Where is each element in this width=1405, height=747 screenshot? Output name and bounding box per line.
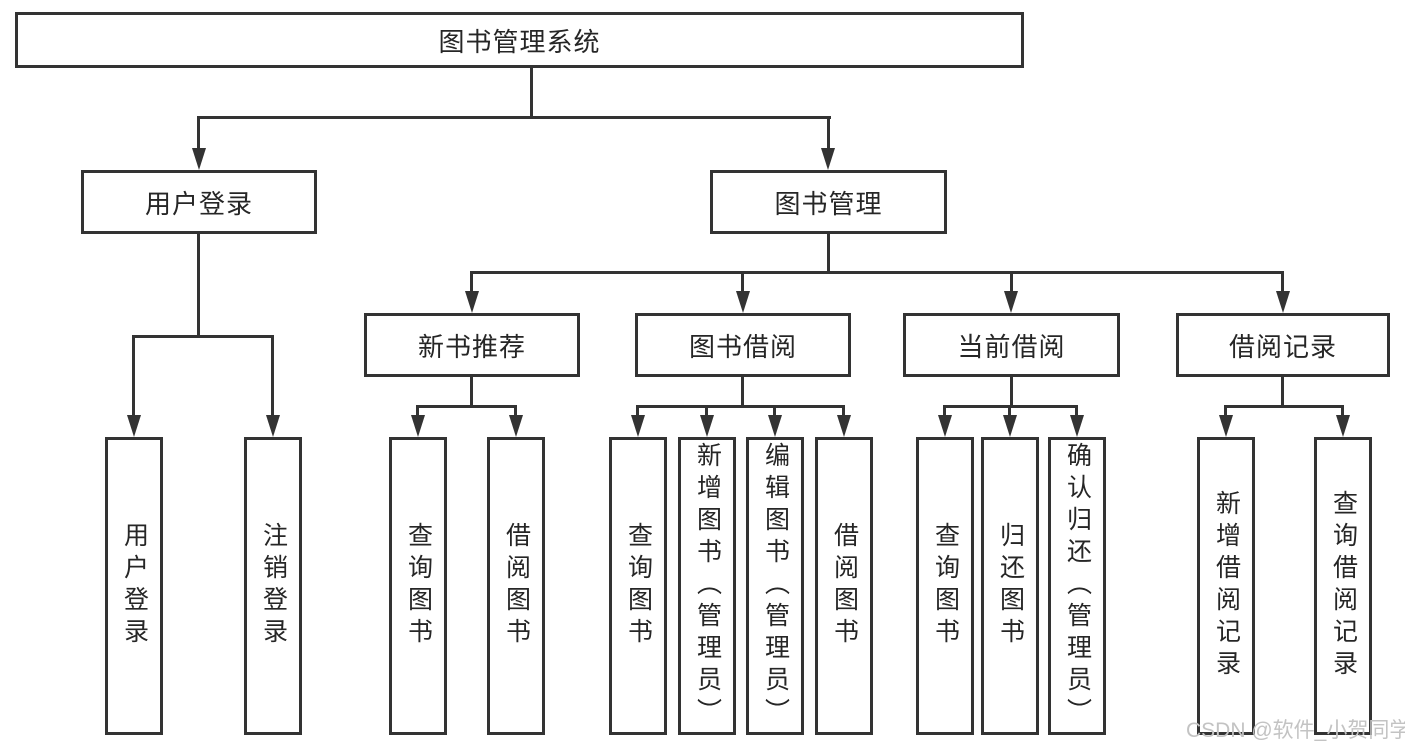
- arrowhead-down: [192, 148, 206, 170]
- connector-line: [197, 116, 831, 119]
- node-label: 归还图书: [996, 522, 1025, 650]
- connector-line: [1281, 273, 1284, 293]
- leaf-recommend-borrow-books: 借阅图书: [487, 437, 545, 735]
- node-label: 查询图书: [931, 522, 960, 650]
- node-current-borrowing: 当前借阅: [903, 313, 1120, 377]
- connector-line: [1008, 407, 1011, 417]
- node-label: 确认归还（管理员）: [1063, 442, 1092, 730]
- connector-line: [470, 273, 473, 293]
- connector-line: [1341, 407, 1344, 417]
- node-label: 用户登录: [144, 188, 253, 219]
- node-user-login-group: 用户登录: [81, 170, 317, 234]
- connector-line: [943, 405, 1078, 408]
- arrowhead-down: [1003, 415, 1017, 437]
- arrowhead-down: [1336, 415, 1350, 437]
- connector-line: [1010, 377, 1013, 407]
- arrowhead-down: [1070, 415, 1084, 437]
- leaf-logout: 注销登录: [244, 437, 302, 735]
- connector-line: [1075, 407, 1078, 417]
- connector-line: [741, 377, 744, 407]
- connector-line: [416, 407, 419, 417]
- connector-line: [470, 271, 1284, 274]
- leaf-borrowing-edit-books-admin: 编辑图书（管理员）: [746, 437, 804, 735]
- arrowhead-down: [736, 291, 750, 313]
- connector-line: [197, 118, 200, 150]
- node-label: 查询借阅记录: [1329, 490, 1358, 682]
- leaf-current-return-books: 归还图书: [981, 437, 1039, 735]
- connector-line: [197, 234, 200, 337]
- connector-line: [636, 405, 845, 408]
- leaf-recommend-query-books: 查询图书: [389, 437, 447, 735]
- node-book-borrowing: 图书借阅: [635, 313, 851, 377]
- connector-line: [827, 234, 830, 273]
- connector-line: [271, 337, 274, 417]
- leaf-records-add-record: 新增借阅记录: [1197, 437, 1255, 735]
- arrowhead-down: [1004, 291, 1018, 313]
- leaf-borrowing-add-books-admin: 新增图书（管理员）: [678, 437, 736, 735]
- node-label: 查询图书: [404, 522, 433, 650]
- arrowhead-down: [509, 415, 523, 437]
- node-label: 图书管理: [774, 188, 883, 219]
- node-label: 借阅图书: [502, 522, 531, 650]
- node-label: 当前借阅: [957, 331, 1066, 362]
- leaf-records-query-record: 查询借阅记录: [1314, 437, 1372, 735]
- connector-line: [470, 377, 473, 407]
- connector-line: [943, 407, 946, 417]
- arrowhead-down: [768, 415, 782, 437]
- connector-line: [705, 407, 708, 417]
- connector-line: [636, 407, 639, 417]
- connector-line: [741, 273, 744, 293]
- node-label: 图书借阅: [688, 331, 797, 362]
- node-label: 编辑图书（管理员）: [761, 442, 790, 730]
- connector-line: [1010, 273, 1013, 293]
- node-label: 新增借阅记录: [1212, 490, 1241, 682]
- node-label: 借阅图书: [830, 522, 859, 650]
- leaf-current-confirm-return-admin: 确认归还（管理员）: [1048, 437, 1106, 735]
- arrowhead-down: [1219, 415, 1233, 437]
- arrowhead-down: [631, 415, 645, 437]
- connector-line: [132, 335, 274, 338]
- arrowhead-down: [938, 415, 952, 437]
- connector-line: [1224, 407, 1227, 417]
- leaf-current-query-books: 查询图书: [916, 437, 974, 735]
- connector-line: [773, 407, 776, 417]
- node-root-system: 图书管理系统: [15, 12, 1024, 68]
- arrowhead-down: [411, 415, 425, 437]
- node-label: 查询图书: [624, 522, 653, 650]
- node-label: 用户登录: [120, 522, 149, 650]
- arrowhead-down: [821, 148, 835, 170]
- connector-line: [842, 407, 845, 417]
- connector-line: [1281, 377, 1284, 407]
- connector-line: [1224, 405, 1344, 408]
- node-new-book-recommend: 新书推荐: [364, 313, 580, 377]
- node-borrowing-records: 借阅记录: [1176, 313, 1390, 377]
- connector-line: [132, 337, 135, 417]
- connector-line: [514, 407, 517, 417]
- arrowhead-down: [465, 291, 479, 313]
- arrowhead-down: [266, 415, 280, 437]
- node-book-management: 图书管理: [710, 170, 947, 234]
- arrowhead-down: [837, 415, 851, 437]
- connector-line: [827, 118, 830, 150]
- arrowhead-down: [700, 415, 714, 437]
- leaf-borrowing-borrow-books: 借阅图书: [815, 437, 873, 735]
- csdn-watermark: CSDN @软件_小贺同学: [1186, 719, 1405, 742]
- arrowhead-down: [127, 415, 141, 437]
- connector-line: [530, 68, 533, 118]
- leaf-borrowing-query-books: 查询图书: [609, 437, 667, 735]
- node-label: 新增图书（管理员）: [693, 442, 722, 730]
- arrowhead-down: [1276, 291, 1290, 313]
- connector-line: [416, 405, 517, 408]
- node-label: 注销登录: [259, 522, 288, 650]
- node-label: 借阅记录: [1228, 331, 1337, 362]
- leaf-user-login: 用户登录: [105, 437, 163, 735]
- node-label: 新书推荐: [417, 331, 526, 362]
- node-label: 图书管理系统: [438, 26, 601, 57]
